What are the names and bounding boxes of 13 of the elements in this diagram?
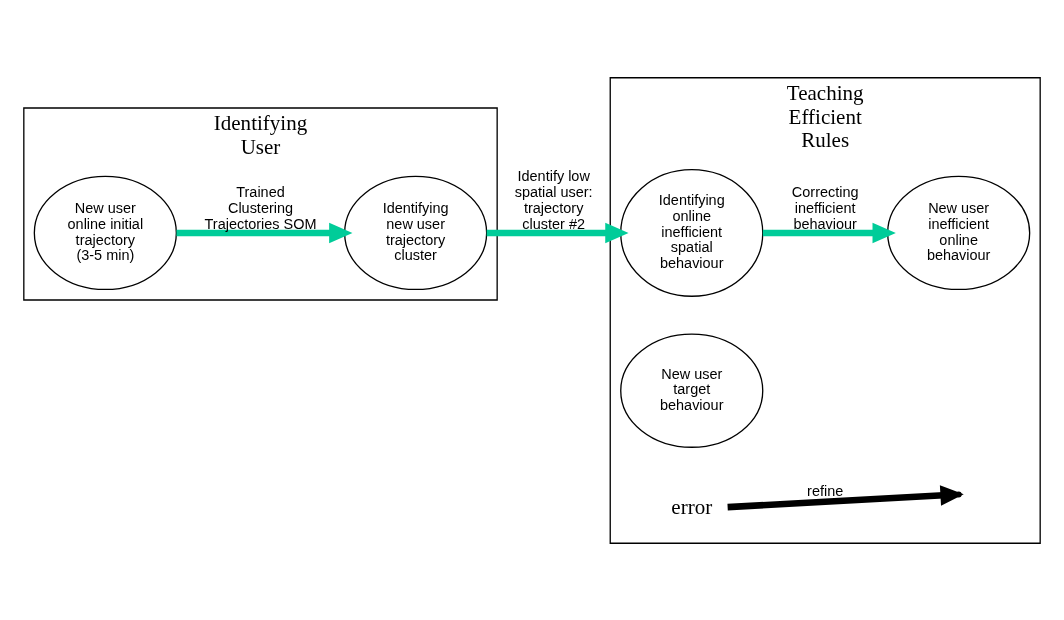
arrow: [176, 222, 353, 243]
node-ellipse: New user online initial trajectory (3-5 min): [33, 175, 177, 290]
edge-label: Trained Clustering Trajectories SOM: [204, 183, 317, 232]
node-ellipse: New user target behaviour: [620, 333, 764, 448]
node-ellipse: New user inefficient online behaviour: [887, 175, 1031, 290]
edge-label: Correcting inefficient behaviour: [791, 183, 859, 232]
node-ellipse: Identifying new user trajectory cluster: [344, 175, 488, 290]
edge-label: refine: [807, 482, 844, 499]
edge-label: Identify low spatial user: trajectory cluster #2: [514, 167, 593, 232]
arrow: [762, 222, 896, 243]
node-ellipse: Identifying online inefficient spatial behaviour: [620, 168, 764, 297]
arrow: [486, 222, 629, 243]
node-text: error: [671, 494, 713, 519]
